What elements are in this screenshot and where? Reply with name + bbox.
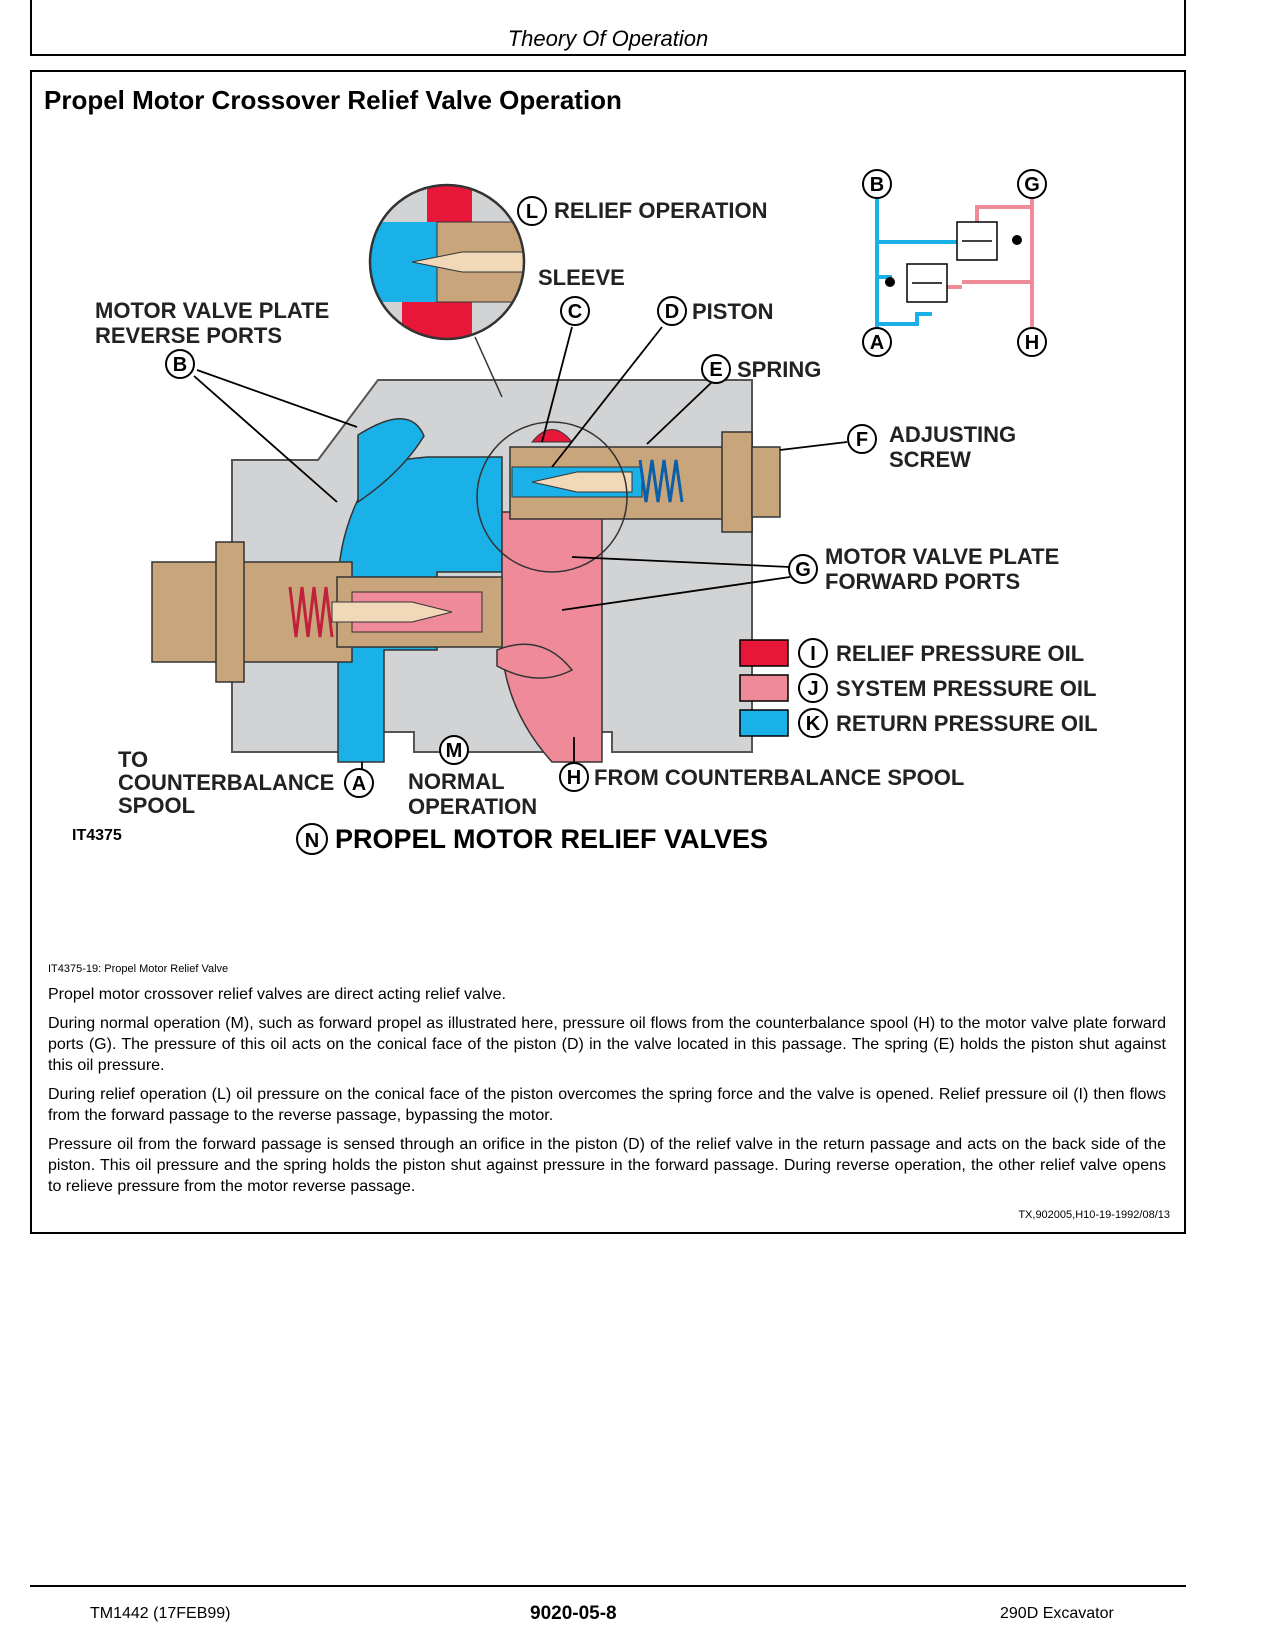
content-box: Propel Motor Crossover Relief Valve Oper… [30, 70, 1186, 1234]
label-screw: SCREW [889, 447, 971, 472]
paragraph: During relief operation (L) oil pressure… [48, 1086, 1166, 1124]
svg-text:L: L [526, 201, 538, 223]
footer-page-number: 9020-05-8 [530, 1603, 617, 1624]
lower-valve-housing [151, 561, 353, 663]
svg-text:E: E [709, 359, 722, 381]
legend-swatch-return [739, 709, 789, 737]
svg-text:D: D [665, 301, 679, 323]
zoom-border [368, 183, 526, 341]
svg-text:B: B [173, 354, 187, 376]
label-normal-2: OPERATION [408, 794, 537, 819]
legend-label-system: SYSTEM PRESSURE OIL [836, 676, 1096, 701]
relief-valve-figure: RELIEF OPERATION SLEEVE PISTON SPRING AD… [72, 169, 1098, 855]
svg-text:C: C [568, 301, 582, 323]
figure-id: IT4375 [72, 827, 122, 844]
footer-manual-id: TM1442 (17FEB99) [90, 1605, 231, 1622]
figure-caption: IT4375-19: Propel Motor Relief Valve [48, 963, 229, 975]
label-forward-ports-2: FORWARD PORTS [825, 569, 1020, 594]
hydraulic-schematic [875, 197, 1034, 340]
paragraph: During normal operation (M), such as for… [48, 1015, 1166, 1074]
svg-text:J: J [807, 678, 818, 700]
svg-text:A: A [870, 332, 884, 354]
zoom-inset [370, 185, 524, 339]
legend-label-relief: RELIEF PRESSURE OIL [836, 641, 1084, 666]
svg-text:N: N [305, 830, 319, 852]
upper-piston [531, 471, 633, 493]
magnify-link [474, 336, 503, 398]
footer-rule [30, 1585, 1186, 1587]
svg-text:H: H [567, 767, 581, 789]
label-sleeve: SLEEVE [538, 265, 625, 290]
label-to-cb-2: COUNTERBALANCE [118, 770, 334, 795]
legend-swatch-relief [739, 639, 789, 667]
label-from-cb: FROM COUNTERBALANCE SPOOL [594, 765, 964, 790]
label-normal-1: NORMAL [408, 769, 505, 794]
label-piston: PISTON [692, 299, 774, 324]
paragraph: Propel motor crossover relief valves are… [48, 986, 506, 1003]
lower-valve-nut [215, 541, 245, 683]
oil-legend: I RELIEF PRESSURE OIL J SYSTEM PRESSURE … [739, 638, 1098, 738]
label-spring: SPRING [737, 357, 821, 382]
svg-text:M: M [446, 740, 463, 762]
svg-text:F: F [856, 429, 868, 451]
label-to-cb-1: TO [118, 747, 148, 772]
forward-port [496, 643, 574, 679]
svg-text:B: B [870, 174, 884, 196]
figure-main-title: PROPEL MOTOR RELIEF VALVES [335, 824, 768, 854]
page-header: Theory Of Operation [30, 0, 1186, 56]
footer-model: 290D Excavator [1000, 1605, 1114, 1622]
label-adjusting: ADJUSTING [889, 422, 1016, 447]
adjusting-screw-head [751, 446, 781, 518]
label-to-cb-3: SPOOL [118, 793, 195, 818]
svg-text:H: H [1025, 332, 1039, 354]
letter-circles: L C D E F B G A M H N B G [165, 169, 1047, 855]
magnify-ring [476, 421, 628, 573]
section-title: Propel Motor Crossover Relief Valve Oper… [44, 85, 622, 115]
legend-label-return: RETURN PRESSURE OIL [836, 711, 1098, 736]
svg-text:G: G [1024, 174, 1040, 196]
label-reverse-ports-2: REVERSE PORTS [95, 323, 282, 348]
header-title: Theory Of Operation [507, 26, 709, 51]
lower-piston [331, 601, 453, 623]
svg-text:I: I [810, 643, 816, 665]
label-reverse-ports-1: MOTOR VALVE PLATE [95, 298, 329, 323]
upper-valve-nut [721, 431, 753, 533]
svg-text:G: G [795, 559, 811, 581]
svg-text:K: K [806, 713, 821, 735]
callout-lines [193, 326, 848, 782]
reference-code: TX,902005,H10-19-1992/08/13 [1018, 1209, 1170, 1221]
svg-text:A: A [352, 773, 366, 795]
lower-spring [288, 586, 334, 638]
paragraph: Pressure oil from the forward passage is… [48, 1136, 1166, 1195]
reverse-port [357, 418, 425, 504]
label-forward-ports-1: MOTOR VALVE PLATE [825, 544, 1059, 569]
label-relief-operation: RELIEF OPERATION [554, 198, 768, 223]
upper-spring [638, 459, 684, 503]
legend-swatch-system [739, 674, 789, 702]
